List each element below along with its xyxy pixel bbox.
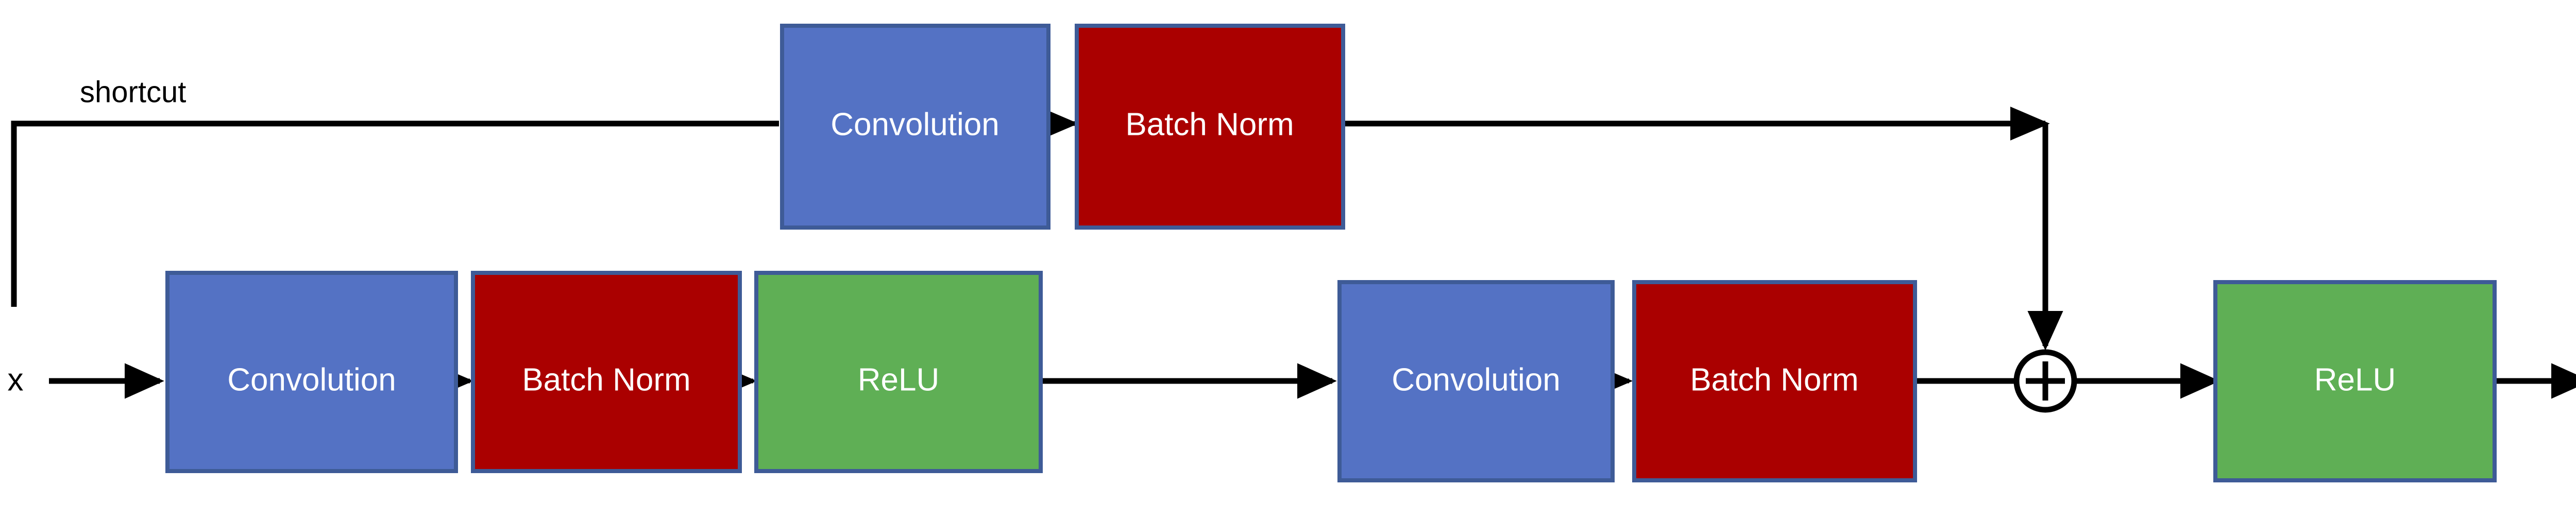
main-convolution-1-label: Convolution (227, 362, 396, 397)
node-main-convolution-1[interactable]: Convolution (165, 271, 458, 473)
main-relu-1-label: ReLU (858, 362, 940, 397)
main-relu-2-label: ReLU (2314, 362, 2396, 397)
input-label: x (8, 362, 24, 397)
edge-x-to-shortcut-conv (11, 120, 779, 307)
shortcut-batch-norm-label: Batch Norm (1125, 107, 1294, 142)
node-main-batch-norm-1[interactable]: Batch Norm (471, 271, 742, 473)
node-main-relu-1[interactable]: ReLU (754, 271, 1043, 473)
node-main-batch-norm-2[interactable]: Batch Norm (1632, 280, 1917, 482)
shortcut-convolution-box[interactable] (780, 24, 1050, 230)
node-add-operator[interactable] (2013, 349, 2077, 413)
main-convolution-2-label: Convolution (1392, 362, 1560, 397)
node-shortcut-batch-norm[interactable]: Batch Norm (1075, 24, 1345, 230)
main-batch-norm-1-box[interactable] (471, 271, 742, 473)
node-main-relu-2[interactable]: ReLU (2213, 280, 2497, 482)
shortcut-convolution-label: Convolution (831, 107, 999, 142)
main-convolution-1-box[interactable] (165, 271, 458, 473)
main-batch-norm-2-label: Batch Norm (1690, 362, 1858, 397)
plus-icon (2026, 361, 2065, 401)
main-batch-norm-1-label: Batch Norm (522, 362, 690, 397)
shortcut-batch-norm-box[interactable] (1075, 24, 1345, 230)
node-shortcut-convolution[interactable]: Convolution (780, 24, 1050, 230)
main-convolution-2-box[interactable] (1337, 280, 1615, 482)
shortcut-label: shortcut (80, 75, 186, 109)
main-relu-1-box[interactable] (754, 271, 1043, 473)
main-batch-norm-2-box[interactable] (1632, 280, 1917, 482)
main-relu-2-box[interactable] (2213, 280, 2497, 482)
node-main-convolution-2[interactable]: Convolution (1337, 280, 1615, 482)
